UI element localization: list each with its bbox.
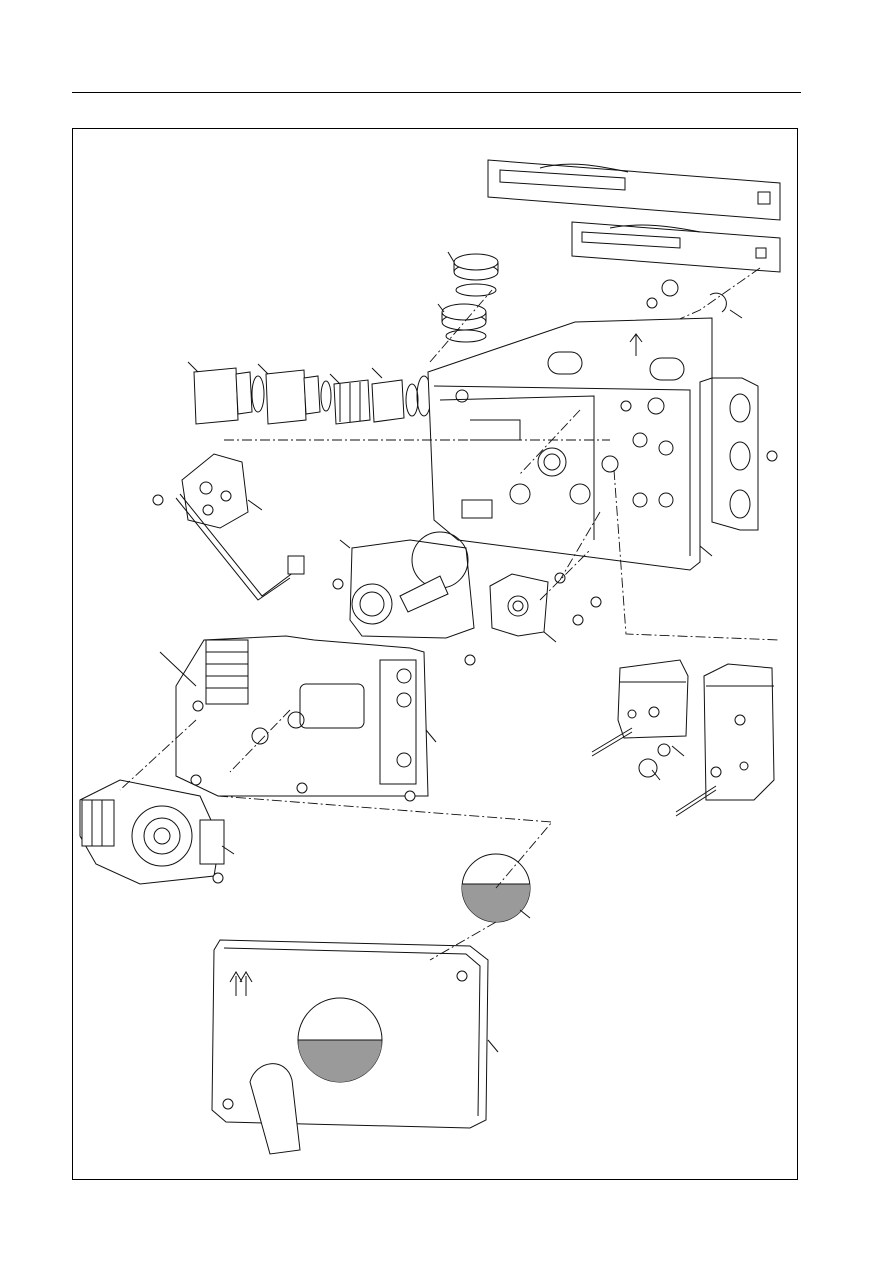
pneumatic-block-left (592, 660, 688, 777)
gear-drive-module (333, 532, 474, 638)
cable-gland-4 (372, 376, 431, 422)
mounting-bracket-lower (572, 222, 780, 272)
screw-set-top (647, 280, 726, 312)
pressure-sensor-module (490, 573, 601, 636)
leader-lines (160, 252, 742, 1052)
sight-window (460, 854, 532, 924)
pneumatic-block-right (676, 664, 774, 816)
header-rule (72, 92, 801, 93)
cable-gland-2 (266, 370, 331, 424)
alignment-lines (120, 290, 780, 960)
cable-gland-3 (334, 380, 370, 424)
potentiometer-module (153, 454, 304, 600)
blind-plug-lower (442, 304, 486, 342)
blind-plug-upper (454, 254, 498, 296)
housing-cover (212, 940, 488, 1154)
terminal-block-assembly (80, 780, 224, 884)
cable-gland-1 (194, 368, 264, 424)
main-housing (428, 318, 777, 570)
mounting-bracket-upper (488, 160, 780, 220)
electronics-board (176, 636, 475, 801)
figure-frame (72, 128, 798, 1180)
